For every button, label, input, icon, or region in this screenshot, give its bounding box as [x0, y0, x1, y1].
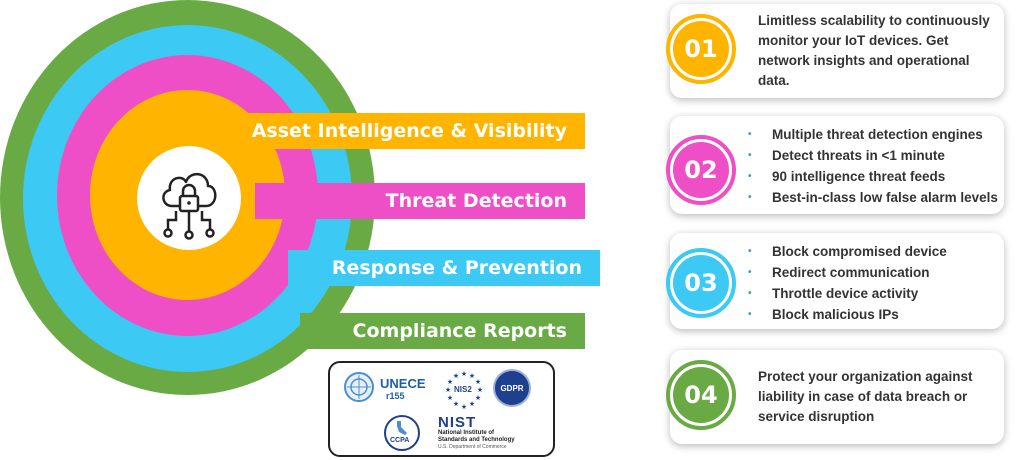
- band-compliance-reports: Compliance Reports: [300, 313, 585, 349]
- feature-01-text: Limitless scalability to continuously mo…: [758, 13, 990, 88]
- number-badge-03: 03: [666, 248, 736, 318]
- svg-text:★: ★: [469, 372, 475, 380]
- nist-line-2: Standards and Technology: [438, 437, 515, 443]
- number-02: 02: [673, 142, 729, 198]
- gdpr-badge: GDPR: [493, 369, 531, 407]
- bullet-icon: •: [748, 246, 752, 257]
- list-item: •Best-in-class low false alarm levels: [748, 187, 998, 208]
- bullet-icon: •: [748, 192, 752, 203]
- band-asset-intelligence: Asset Intelligence & Visibility: [220, 113, 585, 149]
- svg-text:★: ★: [447, 378, 453, 386]
- nist-line-1: National Institute of: [438, 430, 494, 436]
- svg-text:★: ★: [461, 370, 467, 378]
- gdpr-label: GDPR: [500, 383, 524, 393]
- number-01: 01: [673, 21, 729, 77]
- bullet-icon: •: [748, 150, 752, 161]
- nist-line-3: U.S. Department of Commerce: [438, 444, 507, 450]
- list-item: •Block compromised device: [748, 241, 947, 262]
- bullet-icon: •: [748, 171, 752, 182]
- svg-text:★: ★: [453, 372, 459, 380]
- bullet-icon: •: [748, 309, 752, 320]
- number-04: 04: [673, 367, 729, 423]
- list-item: •Detect threats in <1 minute: [748, 145, 998, 166]
- svg-text:★: ★: [477, 386, 483, 394]
- cloud-lock-network-icon: [162, 173, 217, 240]
- svg-text:★: ★: [475, 378, 481, 386]
- list-item: •90 intelligence threat feeds: [748, 166, 998, 187]
- svg-text:★: ★: [475, 394, 481, 402]
- feature-card-04: Protect your organization against liabil…: [670, 350, 1004, 444]
- unece-sub: r155: [386, 391, 405, 401]
- bullet-icon: •: [748, 267, 752, 278]
- nis2-stars-icon: ★★★★ ★★★★ ★★★★: [445, 370, 483, 411]
- svg-text:★: ★: [469, 400, 475, 408]
- number-03: 03: [673, 255, 729, 311]
- number-badge-01: 01: [666, 14, 736, 84]
- list-item: •Block malicious IPs: [748, 304, 947, 325]
- compliance-badges-panel: UNECE r155 ★★★★ ★★★★ ★★★★ NIS2 GDPR CCPA…: [328, 361, 555, 457]
- svg-text:★: ★: [445, 386, 451, 394]
- ccpa-label: CCPA: [390, 437, 410, 444]
- bullet-icon: •: [748, 129, 752, 140]
- feature-02-list: •Multiple threat detection engines •Dete…: [748, 124, 998, 208]
- list-item: •Multiple threat detection engines: [748, 124, 998, 145]
- california-icon: [397, 421, 407, 435]
- band-threat-detection: Threat Detection: [255, 183, 585, 219]
- feature-03-list: •Block compromised device •Redirect comm…: [748, 241, 947, 325]
- bullet-icon: •: [748, 288, 752, 299]
- security-layers-diagram: Asset Intelligence & Visibility Threat D…: [0, 0, 600, 457]
- feature-04-text: Protect your organization against liabil…: [758, 369, 973, 424]
- number-badge-04: 04: [666, 360, 736, 430]
- band-response-prevention: Response & Prevention: [288, 250, 600, 286]
- svg-text:★: ★: [461, 403, 467, 411]
- nist-logo: NIST: [438, 414, 477, 431]
- ccpa-seal: CCPA: [384, 415, 420, 451]
- list-item: •Throttle device activity: [748, 283, 947, 304]
- svg-text:★: ★: [453, 400, 459, 408]
- svg-text:★: ★: [447, 394, 453, 402]
- nis2-label: NIS2: [454, 385, 472, 394]
- list-item: •Redirect communication: [748, 262, 947, 283]
- number-badge-02: 02: [666, 135, 736, 205]
- feature-card-01: Limitless scalability to continuously mo…: [670, 4, 1004, 98]
- unece-logo-icon: [344, 372, 374, 402]
- unece-name: UNECE: [380, 376, 426, 391]
